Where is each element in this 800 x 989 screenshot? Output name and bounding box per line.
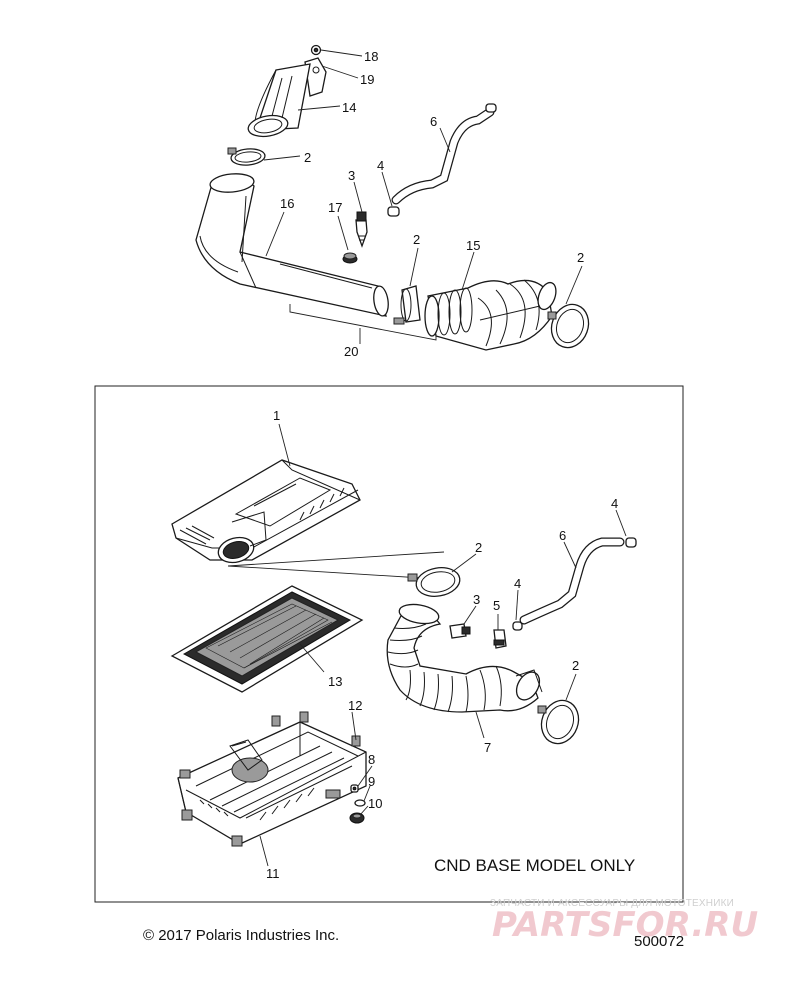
callout-8: 8 bbox=[368, 752, 375, 767]
callout-16: 16 bbox=[280, 196, 294, 211]
part-8-screw bbox=[350, 784, 359, 793]
part-18-nut bbox=[310, 44, 322, 56]
part-4-cap-b bbox=[625, 537, 637, 548]
part-2-clamp-b bbox=[393, 285, 421, 325]
callout-2-e: 2 bbox=[572, 658, 579, 673]
part-5-fitting bbox=[493, 629, 507, 649]
callout-17: 17 bbox=[328, 200, 342, 215]
callout-11: 11 bbox=[266, 866, 280, 881]
part-11-airbox-base bbox=[177, 711, 367, 847]
callout-13: 13 bbox=[328, 674, 342, 689]
part-6-breather-hose-b bbox=[519, 537, 625, 625]
callout-14: 14 bbox=[342, 100, 356, 115]
callout-12: 12 bbox=[348, 698, 362, 713]
callout-1: 1 bbox=[273, 408, 280, 423]
copyright-text: © 2017 Polaris Industries Inc. bbox=[143, 927, 339, 944]
part-2-clamp-d bbox=[407, 567, 461, 597]
callout-4: 4 bbox=[377, 158, 384, 173]
callout-2-a: 2 bbox=[304, 150, 311, 165]
callout-18: 18 bbox=[364, 49, 378, 64]
callout-4-c: 4 bbox=[514, 576, 521, 591]
part-16-intake-duct bbox=[195, 173, 389, 317]
watermark-tagline: ЗАПЧАСТИ И АКСЕССУАРЫ ДЛЯ МОТОТЕХНИКИ bbox=[490, 898, 734, 909]
part-3-sensor-b bbox=[449, 623, 471, 639]
part-19-bracket bbox=[304, 57, 327, 97]
callout-4-b: 4 bbox=[611, 496, 618, 511]
callout-10: 10 bbox=[368, 796, 382, 811]
part-2-clamp-a bbox=[227, 147, 266, 166]
callout-7: 7 bbox=[484, 740, 491, 755]
part-15-boot bbox=[424, 279, 557, 351]
part-10-grommet bbox=[349, 812, 365, 824]
callout-6-b: 6 bbox=[559, 528, 566, 543]
group-bracket-20 bbox=[289, 304, 437, 341]
upper-assembly: 18 19 14 2 6 4 3 16 17 2 15 2 20 bbox=[195, 44, 590, 359]
part-13-filter-element bbox=[170, 585, 364, 693]
watermark-brand: PARTSFOR.RU bbox=[492, 905, 758, 945]
part-17-grommet bbox=[342, 252, 358, 264]
upper-leader-lines bbox=[263, 49, 583, 305]
part-3-sensor bbox=[355, 211, 368, 248]
lower-leader-lines bbox=[259, 423, 627, 867]
callout-3: 3 bbox=[348, 168, 355, 183]
part-14-prefilter bbox=[247, 63, 311, 138]
callout-20: 20 bbox=[344, 344, 358, 359]
diagram-number: 500072 bbox=[634, 933, 684, 950]
part-9-washer bbox=[354, 799, 366, 807]
part-4-cap-c bbox=[512, 621, 523, 631]
part-1-airbox-cover bbox=[171, 459, 361, 564]
callout-3-b: 3 bbox=[473, 592, 480, 607]
part-2-clamp-c bbox=[547, 303, 590, 349]
part-2-clamp-e bbox=[537, 699, 580, 745]
callout-2-c: 2 bbox=[577, 250, 584, 265]
lower-assembly: 1 2 6 4 4 3 5 2 13 12 8 9 10 7 11 CND BA… bbox=[170, 408, 637, 881]
callout-5: 5 bbox=[493, 598, 500, 613]
callout-6: 6 bbox=[430, 114, 437, 129]
callout-19: 19 bbox=[360, 72, 374, 87]
cnd-base-model-label: CND BASE MODEL ONLY bbox=[434, 856, 635, 875]
part-6-breather-hose-a bbox=[391, 103, 497, 205]
callout-2-d: 2 bbox=[475, 540, 482, 555]
callout-15: 15 bbox=[466, 238, 480, 253]
callout-9: 9 bbox=[368, 774, 375, 789]
part-7-corrugated-duct bbox=[386, 603, 543, 713]
cnd-model-frame bbox=[94, 385, 684, 903]
part-4-cap-a bbox=[387, 206, 400, 217]
callout-2-b: 2 bbox=[413, 232, 420, 247]
